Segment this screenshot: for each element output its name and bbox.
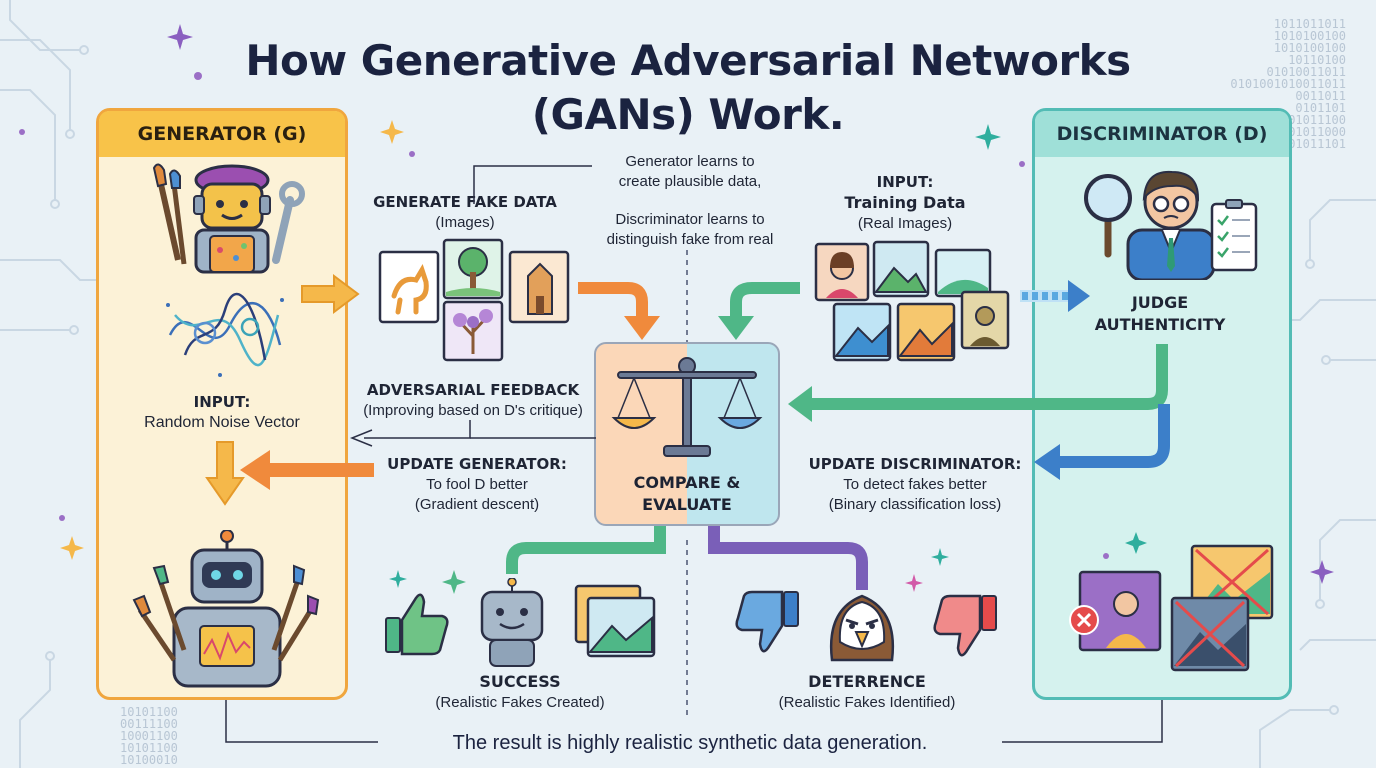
wrench-icon <box>272 181 305 264</box>
plant-image-icon <box>442 300 504 362</box>
judge-person-icon <box>1084 170 1258 280</box>
page-title: How Generative Adversarial Networks (GAN… <box>245 36 1131 139</box>
success-icons <box>385 578 656 667</box>
generator-down-arrow <box>205 441 245 506</box>
data-to-disc-arrow <box>1020 280 1090 312</box>
noise-scribble-icon <box>166 292 284 377</box>
thumbs-down-icon <box>933 594 997 657</box>
portrait-image-icon <box>814 242 870 302</box>
generator-header: GENERATOR (G) <box>99 111 345 157</box>
thumbs-down-icon <box>735 590 799 653</box>
tree-image-icon <box>442 238 504 300</box>
eagle-icon <box>829 594 895 662</box>
binary-decoration-top: 1011011011 1010100100 1010100100 1011010… <box>1230 17 1346 151</box>
update-generator-label: UPDATE GENERATOR:To fool D better(Gradie… <box>387 455 567 513</box>
judge-authenticity-label: JUDGE AUTHENTICITY <box>1094 293 1226 334</box>
artist-robot-icon <box>152 163 305 274</box>
binary-decoration-bottom: 10101100 00111100 10001100 10101100 1010… <box>120 705 178 767</box>
sparkle-icon <box>60 24 1334 594</box>
gen-to-data-arrow <box>301 274 360 314</box>
dog-image-icon <box>378 250 440 324</box>
happy-robot-icon <box>480 578 544 667</box>
learns-bracket <box>473 165 592 204</box>
compare-evaluate-label: COMPARE &EVALUATE <box>633 473 741 514</box>
adversarial-feedback-label: ADVERSARIAL FEEDBACK(Improving based on … <box>363 381 583 419</box>
rejected-fakes-icon <box>1069 532 1274 672</box>
checklist-icon <box>1210 199 1258 272</box>
painter-robot-icon <box>132 530 320 688</box>
fake-images-group <box>378 238 570 362</box>
reject-x-icon <box>1069 605 1099 635</box>
generate-fake-data-label: GENERATE FAKE DATA(Images) <box>373 193 557 231</box>
balance-scale-icon <box>611 357 763 457</box>
paintbrush-icon <box>152 163 187 265</box>
success-label: SUCCESS(Realistic Fakes Created) <box>435 672 605 711</box>
footer-summary: The result is highly realistic synthetic… <box>452 732 928 754</box>
real-images-group <box>814 240 1010 362</box>
center-divider <box>686 250 688 720</box>
thumbs-up-icon <box>385 593 449 656</box>
discriminator-header: DISCRIMINATOR (D) <box>1035 111 1289 157</box>
building-image-icon <box>508 250 570 324</box>
update-discriminator-label: UPDATE DISCRIMINATOR:To detect fakes bet… <box>808 455 1022 513</box>
landscape-image-icon <box>872 240 930 298</box>
training-data-label: INPUT:Training Data(Real Images) <box>844 173 966 232</box>
deterrence-icons <box>735 590 997 662</box>
magnifier-icon <box>1084 174 1132 258</box>
generator-input-label: INPUT:Random Noise Vector <box>144 393 300 431</box>
deterrence-label: DETERRENCE(Realistic Fakes Identified) <box>778 672 956 711</box>
